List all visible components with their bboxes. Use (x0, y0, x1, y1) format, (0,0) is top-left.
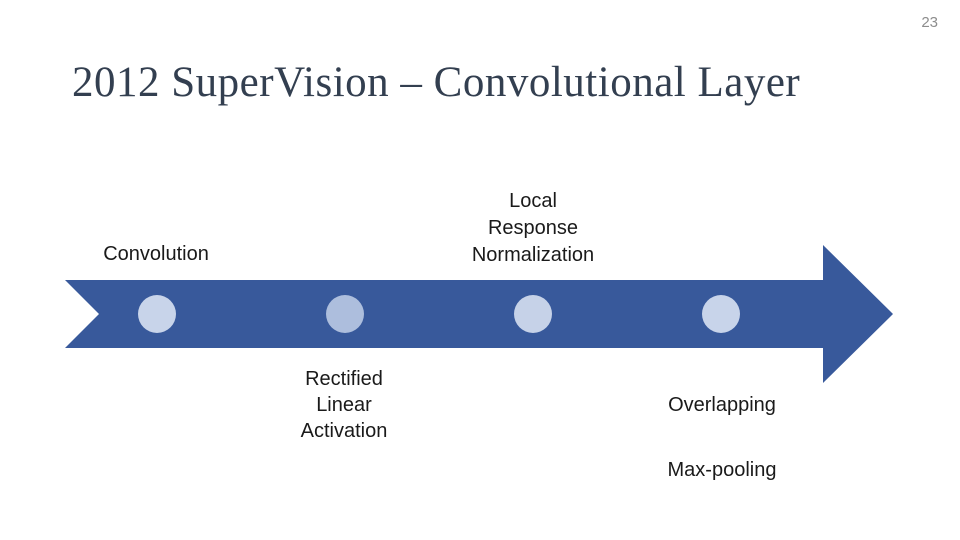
slide-title: 2012 SuperVision – Convolutional Layer (72, 59, 801, 106)
step-dot-1 (138, 295, 176, 333)
label-max-pooling: Max-pooling (667, 459, 777, 481)
step-dot-4 (702, 295, 740, 333)
step-dot-2 (326, 295, 364, 333)
label-convolution: Convolution (103, 243, 209, 265)
label-overlapping: Overlapping (668, 394, 776, 416)
page-number: 23 (921, 14, 938, 31)
right-arrow-shape (65, 245, 893, 383)
label-local-response-normalization: Local Response Normalization (471, 190, 595, 266)
label-overlapping-max-pooling: Overlapping Max-pooling (668, 366, 777, 509)
label-rectified-linear-activation: Rectified Linear Activation (300, 368, 388, 442)
step-dot-3 (514, 295, 552, 333)
